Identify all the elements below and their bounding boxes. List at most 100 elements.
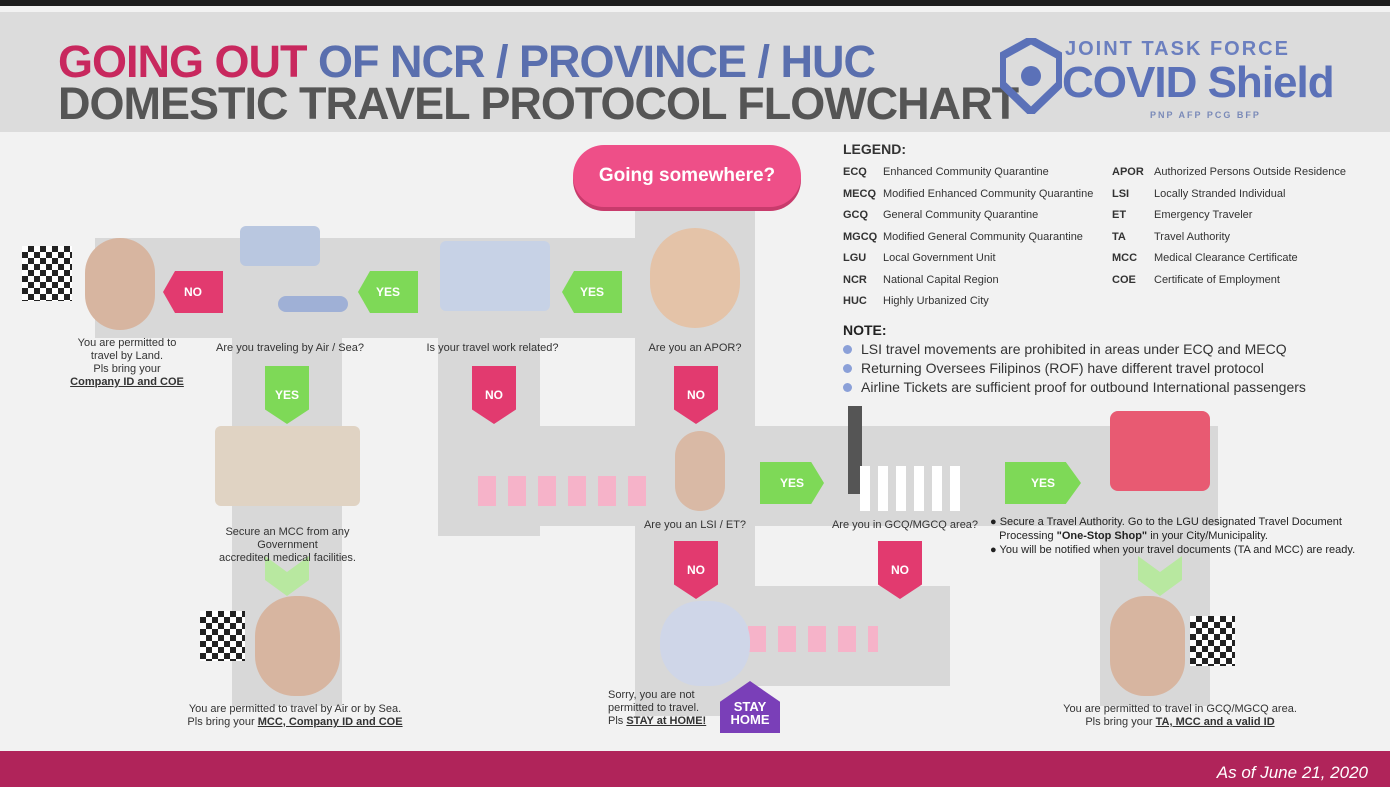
note-item-text: Airline Tickets are sufficient proof for… bbox=[861, 379, 1306, 395]
stay-text: STAY bbox=[733, 699, 767, 714]
question-gcq: Are you in GCQ/MGCQ area? bbox=[831, 519, 979, 531]
people-apor-icon bbox=[650, 228, 740, 328]
one-stop-shop-icon bbox=[1110, 411, 1210, 491]
land-line-4: Company ID and COE bbox=[70, 376, 184, 388]
airsea-line-1: You are permitted to travel by Air or by… bbox=[188, 703, 402, 715]
legend-abbr: TA bbox=[1112, 230, 1126, 243]
legend-abbr: COE bbox=[1112, 273, 1136, 286]
checkered-flag-icon bbox=[22, 246, 72, 301]
note-item: Returning Oversees Filipinos (ROF) have … bbox=[843, 360, 1306, 376]
gcq-line-3: TA, MCC and a valid ID bbox=[1155, 716, 1275, 728]
no-arrow-lsi: NO bbox=[674, 541, 718, 599]
no-arrow-land: NO bbox=[163, 271, 223, 313]
police-icon bbox=[660, 601, 750, 686]
people-gcq-icon bbox=[1110, 596, 1185, 696]
sorry-line-3: Pls bbox=[608, 715, 627, 727]
checkered-flag-icon bbox=[200, 611, 245, 661]
outcome-travel-authority: ● Secure a Travel Authority. Go to the L… bbox=[990, 515, 1370, 557]
logo-main: COVID Shield bbox=[1062, 58, 1335, 107]
ta-line-5: You will be notified when your travel do… bbox=[999, 544, 1356, 556]
ta-line-1: Secure a Travel Authority. Go to the LGU… bbox=[999, 516, 1342, 528]
pink-chevrons-work bbox=[478, 476, 658, 506]
land-line-3: Pls bring your bbox=[93, 363, 161, 375]
legend-definition: Local Government Unit bbox=[883, 252, 996, 264]
note-title: NOTE: bbox=[843, 322, 887, 338]
legend-definition: Modified General Community Quarantine bbox=[883, 230, 1083, 243]
logo-top: JOINT TASK FORCE bbox=[1065, 38, 1290, 60]
mcc-line-1: Secure an MCC from any Government bbox=[225, 526, 350, 551]
yes-arrow-work: YES bbox=[562, 271, 622, 313]
outcome-land: You are permitted to travel by Land. Pls… bbox=[62, 337, 192, 389]
note-item-text: Returning Oversees Filipinos (ROF) have … bbox=[861, 360, 1264, 376]
note-item-text: LSI travel movements are prohibited in a… bbox=[861, 341, 1287, 357]
legend-definition: Travel Authority bbox=[1154, 230, 1231, 243]
legend-row: MGCQ Modified General Community Quarantin… bbox=[843, 231, 1083, 243]
legend-abbr: LGU bbox=[843, 252, 867, 264]
bullet-icon bbox=[843, 345, 852, 354]
legend-row: HUC Highly Urbanized City bbox=[843, 295, 989, 307]
land-line-2: travel by Land. bbox=[90, 350, 164, 362]
outcome-sorry: Sorry, you are not permitted to travel. … bbox=[608, 689, 718, 728]
note: NOTE: LSI travel movements are prohibite… bbox=[843, 322, 1306, 395]
land-line-1: You are permitted to bbox=[77, 337, 177, 349]
mcc-line-2: accredited medical facilities. bbox=[219, 552, 356, 564]
people-airsea-icon bbox=[255, 596, 340, 696]
yes-arrow-airsea: YES bbox=[358, 271, 418, 313]
legend-abbr: GCQ bbox=[843, 209, 869, 221]
legend-abbr: NCR bbox=[843, 273, 867, 286]
legend-abbr: MCC bbox=[1112, 252, 1138, 264]
no-arrow-gcq: NO bbox=[878, 541, 922, 599]
sorry-line-1: Sorry, you are not bbox=[608, 689, 695, 701]
outcome-airsea: You are permitted to travel by Air or by… bbox=[160, 703, 430, 729]
legend-definition: National Capital Region bbox=[883, 273, 999, 286]
checkered-flag-icon bbox=[1190, 616, 1235, 666]
outcome-mcc: Secure an MCC from any Government accred… bbox=[195, 526, 380, 565]
covid-shield-logo: JOINT TASK FORCE COVID Shield PNP AFP PC… bbox=[1000, 34, 1345, 129]
title-ncr: OF NCR / PROVINCE / HUC bbox=[318, 36, 876, 87]
people-lsi-icon bbox=[675, 431, 725, 511]
legend-abbr: ECQ bbox=[843, 166, 867, 178]
legend-definition: Authorized Persons Outside Residence bbox=[1154, 166, 1346, 178]
sorry-line-2: permitted to travel. bbox=[608, 702, 700, 714]
footer: As of June 21, 2020 bbox=[0, 751, 1390, 787]
legend-abbr: MGCQ bbox=[843, 230, 878, 243]
pink-chevrons-bottom bbox=[748, 626, 878, 652]
note-item: Airline Tickets are sufficient proof for… bbox=[843, 379, 1306, 395]
logo-agencies: PNP AFP PCG BFP bbox=[1150, 110, 1261, 120]
bullet-icon bbox=[843, 383, 852, 392]
legend-row: TA Travel Authority bbox=[1112, 231, 1230, 243]
legend: LEGEND: bbox=[843, 141, 906, 163]
office-workers-icon bbox=[440, 241, 550, 311]
outcome-gcq: You are permitted to travel in GCQ/MGCQ … bbox=[1040, 703, 1320, 729]
legend-row: ECQ Enhanced Community Quarantine bbox=[843, 166, 1049, 178]
yes-arrow-lsi: YES bbox=[760, 462, 824, 504]
people-land-icon bbox=[85, 238, 155, 330]
legend-abbr: ET bbox=[1112, 209, 1127, 221]
legend-definition: Certificate of Employment bbox=[1154, 273, 1280, 286]
legend-row: MECQ Modified Enhanced Community Quaranti… bbox=[843, 188, 1093, 200]
question-airsea: Are you traveling by Air / Sea? bbox=[216, 342, 364, 354]
gcq-line-2: Pls bring your bbox=[1085, 716, 1156, 728]
legend-definition: Highly Urbanized City bbox=[883, 295, 989, 307]
ta-line-3: "One-Stop Shop" bbox=[1056, 530, 1148, 542]
legend-row: NCR National Capital Region bbox=[843, 274, 999, 286]
footer-date: As of June 21, 2020 bbox=[1216, 763, 1368, 782]
ta-line-2: Processing bbox=[999, 530, 1057, 542]
ta-line-4: in your City/Municipality. bbox=[1147, 530, 1268, 542]
legend-definition: Modified Enhanced Community Quarantine bbox=[883, 187, 1094, 200]
legend-definition: Enhanced Community Quarantine bbox=[883, 166, 1049, 178]
crosswalk-icon bbox=[860, 466, 960, 511]
legend-abbr: HUC bbox=[843, 295, 867, 307]
title-going-out: GOING OUT bbox=[58, 36, 307, 87]
legend-abbr: MECQ bbox=[843, 187, 876, 200]
header: GOING OUT OF NCR / PROVINCE / HUC DOMEST… bbox=[0, 12, 1390, 132]
title-line-2: DOMESTIC TRAVEL PROTOCOL FLOWCHART bbox=[58, 78, 1019, 129]
airsea-line-2: Pls bring your bbox=[187, 716, 258, 728]
home-text: HOME bbox=[730, 712, 770, 727]
